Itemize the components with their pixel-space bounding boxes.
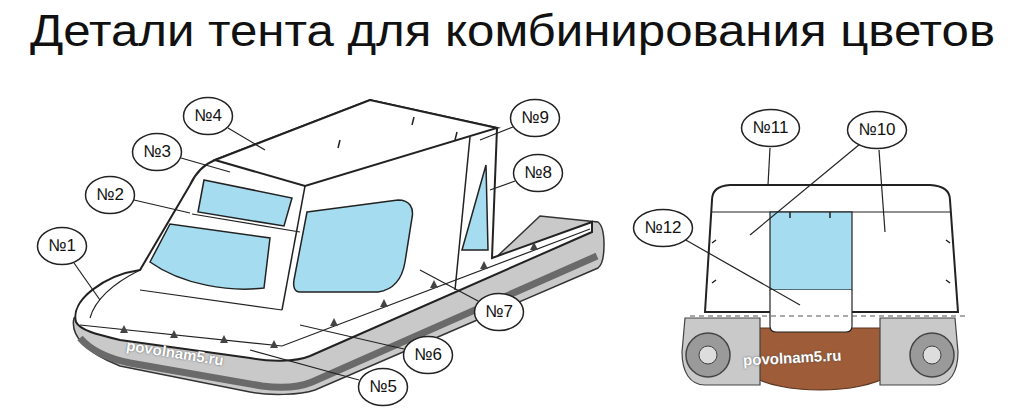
callout-number: №2	[96, 185, 124, 205]
callout-circle: №2	[84, 175, 136, 215]
callout-number: №9	[521, 108, 549, 128]
callout-circle: №6	[402, 335, 454, 375]
callout-number: №4	[194, 106, 222, 126]
callout-number: №11	[753, 118, 789, 138]
leader-lines	[74, 127, 885, 380]
callout-number: №7	[485, 302, 513, 322]
callout-circle: №1	[36, 226, 88, 266]
callout-number: №8	[524, 163, 552, 183]
callout-circle: №10	[846, 110, 908, 150]
callout-circle: №4	[182, 96, 234, 136]
callout-circle: №5	[357, 367, 409, 407]
callout-number: №6	[414, 345, 442, 365]
callout-circle: №9	[509, 98, 561, 138]
callout-number: №1	[48, 236, 76, 256]
callout-circle: №12	[632, 208, 694, 248]
callout-number: №3	[143, 142, 171, 162]
callout-circle: №7	[473, 292, 525, 332]
callout-circle: №8	[512, 153, 564, 193]
callout-number: №12	[644, 218, 681, 238]
callout-circle: №11	[740, 108, 801, 148]
callout-circle: №3	[131, 132, 183, 172]
title: Детали тента для комбинирования цветов	[30, 6, 995, 56]
callout-number: №5	[369, 377, 397, 397]
callout-number: №10	[858, 120, 895, 140]
